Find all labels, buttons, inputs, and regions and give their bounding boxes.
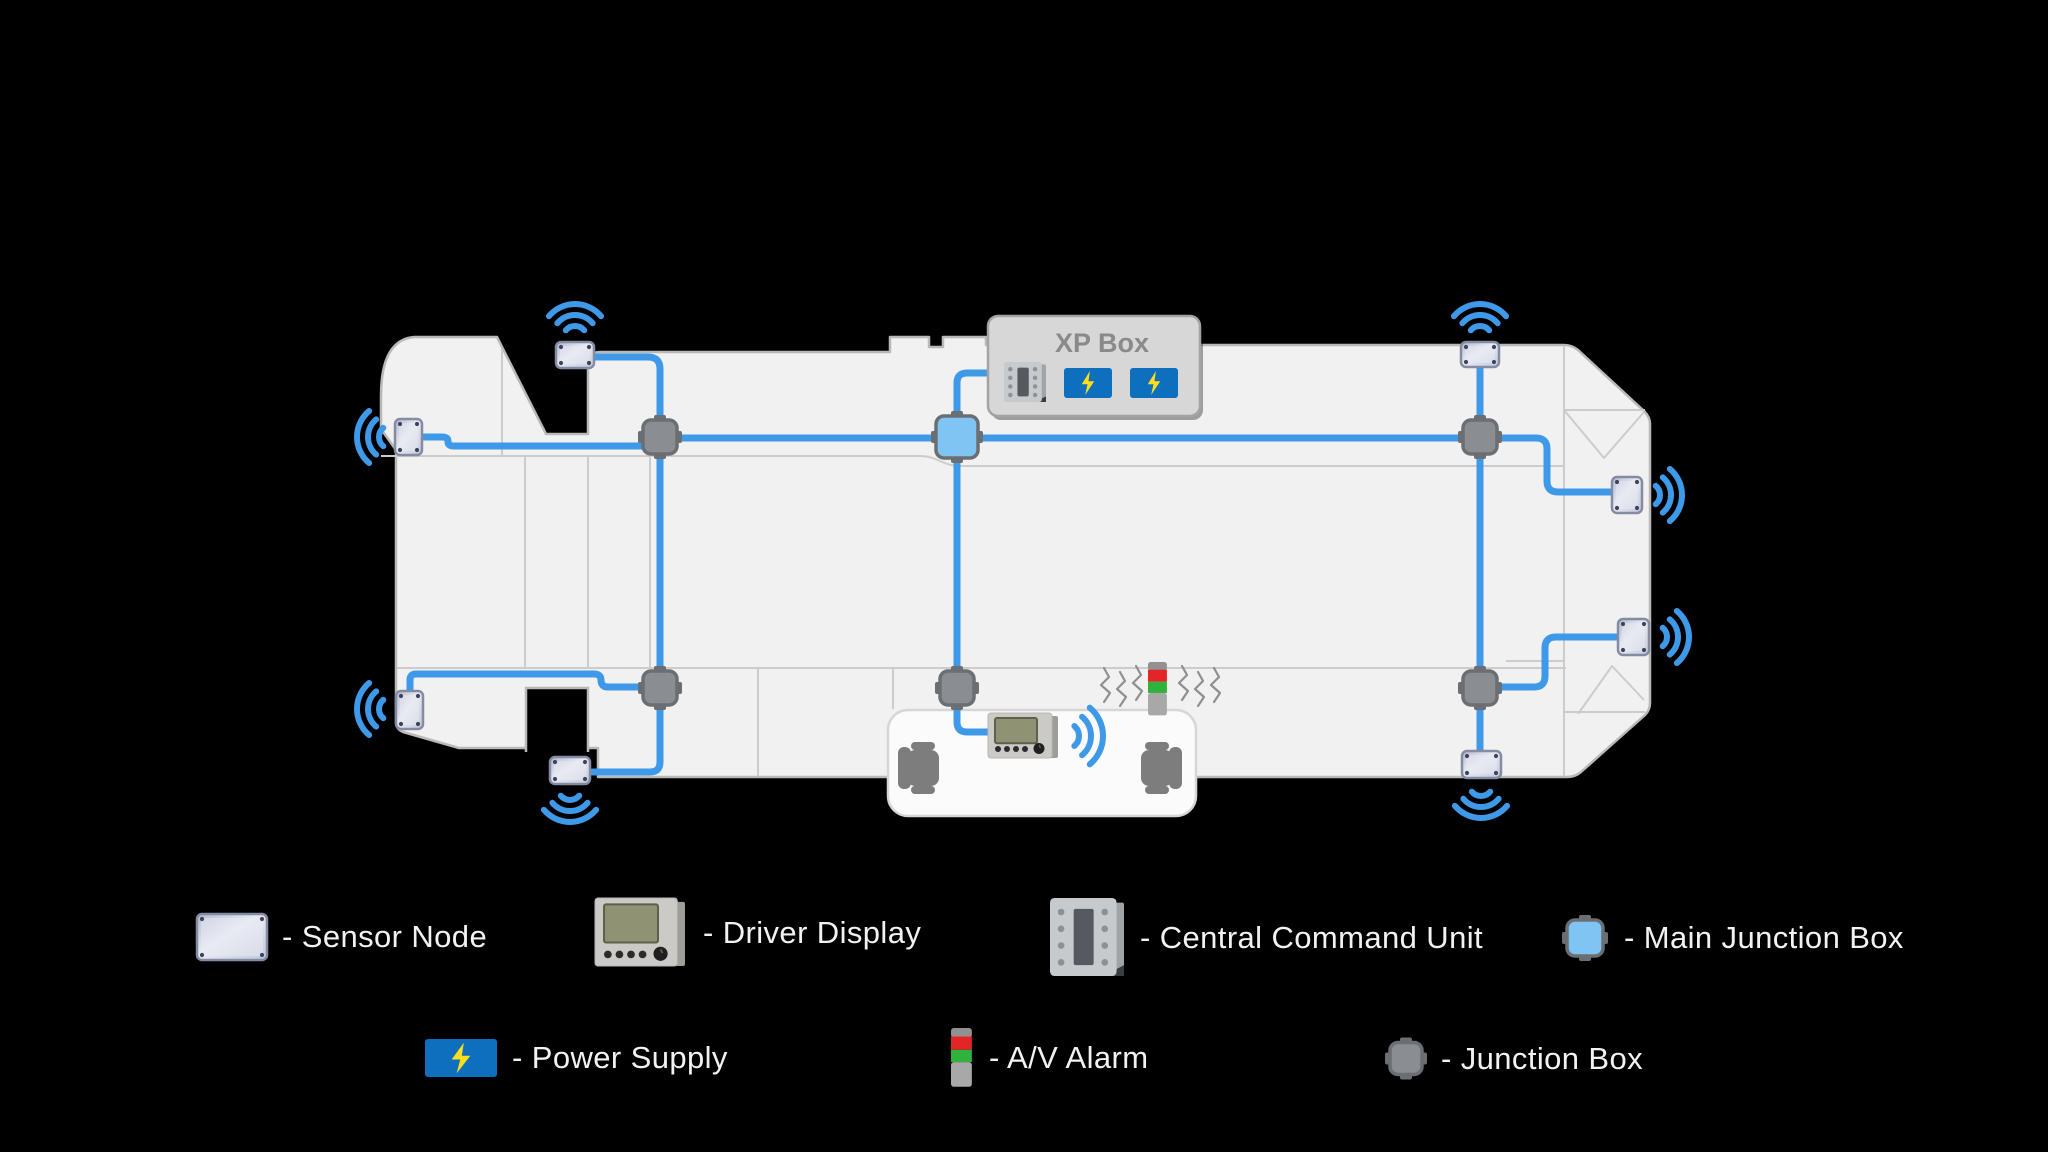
- sensor-node: [1460, 749, 1503, 780]
- signal-waves-icon: [1659, 607, 1692, 667]
- cable-rear-upper-branch: [1476, 434, 1620, 496]
- junction-box: [1458, 666, 1502, 710]
- power-supply-icon: [1130, 368, 1178, 398]
- av-alarm-icon: [1148, 662, 1167, 716]
- body-seam: [381, 455, 1564, 467]
- cable-front-bottom-sensor-drop: [588, 682, 664, 776]
- vibration-lines-icon: [1099, 666, 1112, 704]
- step-notch: [524, 686, 590, 752]
- cable-display-feed: [953, 682, 996, 736]
- sensor-node: [548, 755, 592, 786]
- body-seam: [1563, 409, 1645, 459]
- central-command-unit-icon: [1004, 362, 1046, 402]
- junction-box: [1458, 415, 1502, 459]
- power-supply-icon: [1064, 368, 1112, 398]
- lightning-bolt-icon: [1147, 371, 1161, 395]
- vibration-lines-icon: [1177, 664, 1190, 702]
- signal-waves-icon: [354, 679, 387, 739]
- cable-xp-riser: [953, 369, 996, 443]
- signal-waves-icon: [1652, 465, 1685, 525]
- driver-display-icon: [987, 712, 1058, 759]
- vibration-lines-icon: [1131, 664, 1144, 702]
- main-junction-box: [931, 411, 983, 463]
- av-alarm: [1099, 662, 1222, 716]
- sensor-node: [393, 417, 424, 457]
- signal-waves-icon: [1451, 788, 1511, 821]
- cable-front-bottom-run: [406, 670, 666, 697]
- vibration-lines-icon: [1209, 666, 1222, 704]
- sensor-node: [1610, 475, 1644, 515]
- driver-area-panel: [886, 708, 1198, 818]
- vibration-lines-icon: [1115, 670, 1128, 708]
- vehicle-outline: [379, 335, 1652, 779]
- junction-box: [638, 666, 682, 710]
- lightning-bolt-icon: [1081, 371, 1095, 395]
- signal-waves-icon: [1450, 301, 1510, 334]
- signal-waves-icon: [354, 407, 387, 467]
- xp-box-label: XP Box: [1055, 328, 1149, 358]
- sensor-node: [394, 689, 425, 731]
- cable-front-top-sensor-drop: [586, 353, 664, 444]
- body-seam: [1577, 665, 1645, 715]
- sensor-node: [1616, 617, 1651, 657]
- xp-box: XP Box: [986, 314, 1203, 420]
- sensor-node: [554, 340, 596, 370]
- junction-box: [638, 415, 682, 459]
- vibration-lines-icon: [1193, 670, 1206, 708]
- seat-icon: [898, 742, 939, 794]
- seat-icon: [1141, 742, 1182, 794]
- signal-waves-icon: [545, 301, 605, 334]
- signal-waves-icon: [1071, 704, 1106, 768]
- signal-waves-icon: [540, 792, 600, 825]
- sensor-node: [1459, 340, 1501, 369]
- cable-rear-lower-branch: [1476, 633, 1626, 691]
- junction-box: [935, 666, 979, 710]
